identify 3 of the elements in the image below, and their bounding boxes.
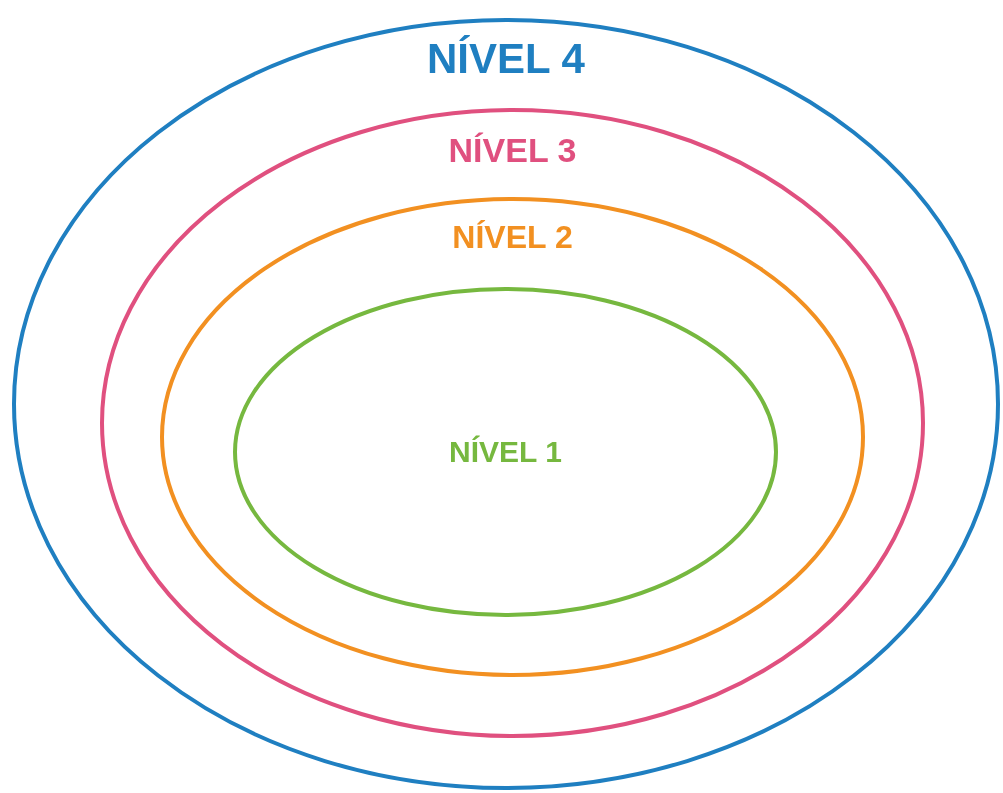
level-label: NÍVEL 2 (452, 221, 573, 253)
level-label: NÍVEL 3 (448, 133, 577, 167)
level-label: NÍVEL 1 (449, 437, 562, 467)
